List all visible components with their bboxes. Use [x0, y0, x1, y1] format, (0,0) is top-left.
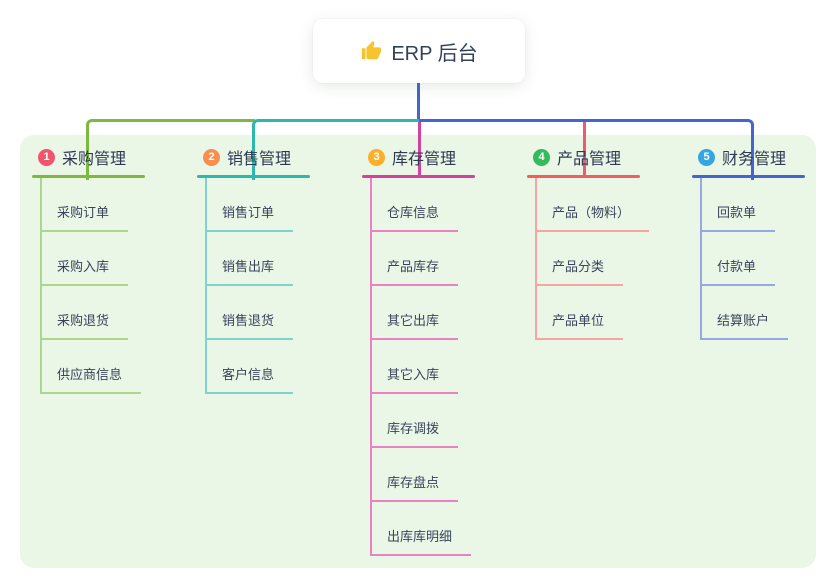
child-node[interactable]: 产品单位 [537, 286, 624, 340]
child-label: 其它入库 [387, 367, 440, 382]
thumbs-up-icon [360, 40, 382, 62]
child-label: 销售出库 [222, 259, 275, 274]
child-label: 结算账户 [717, 313, 770, 328]
branch-node[interactable]: 5 财务管理 [698, 146, 805, 168]
branch-column: 3 库存管理 仓库信息产品库存其它出库其它入库库存调拨库存盘点出库库明细 [362, 146, 475, 556]
child-node[interactable]: 采购退货 [42, 286, 129, 340]
child-node[interactable]: 其它入库 [372, 340, 459, 394]
child-label: 产品分类 [552, 259, 605, 274]
child-node[interactable]: 销售退货 [207, 286, 294, 340]
child-label: 客户信息 [222, 367, 275, 382]
child-node[interactable]: 付款单 [702, 232, 776, 286]
branch-underline [692, 175, 805, 178]
child-node[interactable]: 产品（物料） [537, 178, 650, 232]
branch-children: 仓库信息产品库存其它出库其它入库库存调拨库存盘点出库库明细 [370, 178, 472, 556]
branch-underline [527, 175, 640, 178]
branch-node[interactable]: 4 产品管理 [533, 146, 649, 168]
child-label: 产品（物料） [552, 205, 631, 220]
branch-underline [32, 175, 145, 178]
branch-node[interactable]: 3 库存管理 [368, 146, 475, 168]
child-label: 采购入库 [57, 259, 110, 274]
connector-branch4 [583, 122, 586, 177]
child-label: 其它出库 [387, 313, 440, 328]
child-node[interactable]: 产品分类 [537, 232, 624, 286]
branch-children: 回款单付款单结算账户 [700, 178, 789, 340]
branch-label: 产品管理 [557, 151, 622, 168]
child-label: 回款单 [717, 205, 757, 220]
branch-label: 采购管理 [62, 151, 127, 168]
child-label: 库存调拨 [387, 421, 440, 436]
connector-branch1 [86, 119, 255, 180]
branch-node[interactable]: 1 采购管理 [38, 146, 145, 168]
branch-underline [197, 175, 310, 178]
child-node[interactable]: 结算账户 [702, 286, 789, 340]
root-label: ERP 后台 [391, 42, 478, 65]
child-node[interactable]: 采购入库 [42, 232, 129, 286]
child-label: 产品库存 [387, 259, 440, 274]
child-node[interactable]: 回款单 [702, 178, 776, 232]
child-label: 销售退货 [222, 313, 275, 328]
connector-branch3 [418, 122, 421, 177]
child-node[interactable]: 其它出库 [372, 286, 459, 340]
branch-number-badge: 4 [533, 148, 550, 166]
child-node[interactable]: 销售订单 [207, 178, 294, 232]
child-label: 付款单 [717, 259, 757, 274]
child-label: 出库库明细 [387, 529, 453, 544]
branch-label: 财务管理 [722, 151, 787, 168]
child-node[interactable]: 库存盘点 [372, 448, 459, 502]
child-label: 采购订单 [57, 205, 110, 220]
branch-label: 销售管理 [227, 151, 292, 168]
branch-number-badge: 1 [38, 148, 55, 166]
branch-number-badge: 3 [368, 148, 385, 166]
branch-node[interactable]: 2 销售管理 [203, 146, 310, 168]
branch-column: 5 财务管理 回款单付款单结算账户 [692, 146, 805, 340]
child-node[interactable]: 销售出库 [207, 232, 294, 286]
child-label: 库存盘点 [387, 475, 440, 490]
branch-number-badge: 2 [203, 148, 220, 166]
root-stem-line [417, 82, 420, 120]
child-node[interactable]: 仓库信息 [372, 178, 459, 232]
branch-children: 产品（物料） 产品分类产品单位 [535, 178, 650, 340]
child-label: 采购退货 [57, 313, 110, 328]
branch-column: 4 产品管理 产品（物料） 产品分类产品单位 [527, 146, 650, 340]
branch-column: 1 采购管理 采购订单采购入库采购退货供应商信息 [32, 146, 145, 394]
child-node[interactable]: 供应商信息 [42, 340, 142, 394]
child-node[interactable]: 产品库存 [372, 232, 459, 286]
branch-number-badge: 5 [698, 148, 715, 166]
child-node[interactable]: 采购订单 [42, 178, 129, 232]
child-label: 仓库信息 [387, 205, 440, 220]
branch-children: 采购订单采购入库采购退货供应商信息 [40, 178, 142, 394]
child-node[interactable]: 出库库明细 [372, 502, 472, 556]
child-label: 销售订单 [222, 205, 275, 220]
child-label: 供应商信息 [57, 367, 123, 382]
branch-underline [362, 175, 475, 178]
branch-column: 2 销售管理 销售订单销售出库销售退货客户信息 [197, 146, 310, 394]
branch-children: 销售订单销售出库销售退货客户信息 [205, 178, 294, 394]
canvas-panel [20, 135, 816, 568]
connector-branch5 [419, 119, 754, 180]
child-node[interactable]: 客户信息 [207, 340, 294, 394]
branch-label: 库存管理 [392, 151, 457, 168]
connector-branch2 [252, 119, 422, 180]
child-node[interactable]: 库存调拨 [372, 394, 459, 448]
root-node[interactable]: ERP 后台 [313, 19, 525, 83]
child-label: 产品单位 [552, 313, 605, 328]
